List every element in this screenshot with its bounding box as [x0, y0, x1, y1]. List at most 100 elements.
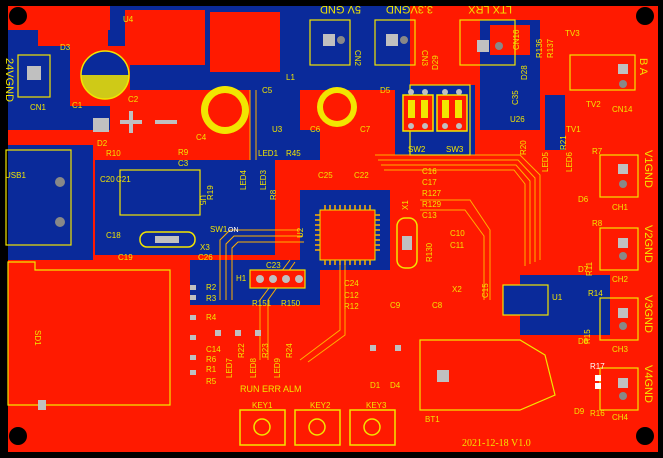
label-c16: C16: [422, 167, 437, 176]
label-led9: LED9: [273, 357, 282, 378]
label-led6: LED6: [565, 151, 574, 172]
label-ch2: CH2: [612, 275, 629, 284]
label-c7: C7: [360, 125, 371, 134]
label-r6: R6: [206, 355, 217, 364]
label-v1gnd: V1GND: [642, 150, 654, 188]
label-r2: R2: [206, 283, 217, 292]
label-usb1: USB1: [5, 171, 26, 180]
label-c24: C24: [344, 279, 359, 288]
label-led8: LED8: [249, 357, 258, 378]
label-r17: R17: [590, 362, 605, 371]
ic-u2: [315, 205, 380, 265]
label-tv1: TV1: [566, 125, 581, 134]
label-bt1: BT1: [425, 415, 440, 424]
label-c12: C12: [344, 291, 359, 300]
label-r7: R7: [592, 147, 603, 156]
label-c5: C5: [262, 86, 273, 95]
label-d28: D28: [520, 65, 529, 80]
label-sd1: SD1: [33, 330, 42, 346]
label-ltx-lrx: LTX LRX: [468, 3, 512, 15]
label-3v3-gnd: 3.3VGND: [386, 3, 433, 15]
label-c15: C15: [481, 283, 490, 298]
label-v4gnd: V4GND: [642, 365, 654, 403]
label-r4: R4: [206, 313, 217, 322]
label-24vgnd: 24VGND: [3, 58, 15, 102]
crystal-x3: [139, 231, 196, 248]
label-led3: LED3: [259, 169, 268, 190]
mount-hole-icon: [9, 7, 27, 25]
label-cn16: CN16: [512, 29, 521, 50]
label-u4: U4: [123, 15, 134, 24]
label-d1: D1: [370, 381, 381, 390]
label-c4: C4: [196, 133, 207, 142]
label-r22: R22: [237, 343, 246, 358]
label-d6: D6: [578, 195, 589, 204]
label-r16: R16: [590, 409, 605, 418]
label-tv2: TV2: [586, 100, 601, 109]
label-r129: R129: [422, 200, 442, 209]
label-r5: R5: [206, 377, 217, 386]
label-r19: R19: [206, 185, 215, 200]
label-c23: C23: [266, 261, 281, 270]
label-r150: R150: [281, 299, 301, 308]
label-c22: C22: [354, 171, 369, 180]
label-u26: U26: [510, 115, 525, 124]
label-u1: U1: [552, 293, 563, 302]
label-d9: D9: [574, 407, 585, 416]
label-d7: D7: [578, 265, 589, 274]
mount-hole-icon: [636, 7, 654, 25]
label-cn2: CN2: [353, 50, 362, 67]
dip-switches: [402, 89, 468, 132]
label-tv3: TV3: [565, 29, 580, 38]
mount-hole-icon: [636, 427, 654, 445]
label-c3: C3: [178, 159, 189, 168]
label-r8b: R8: [592, 219, 603, 228]
label-sw2: SW2: [408, 145, 426, 154]
label-c8: C8: [432, 301, 443, 310]
label-5v-gnd: 5V GND: [320, 3, 361, 15]
label-v3gnd: V3GND: [642, 295, 654, 333]
label-r15: R15: [583, 329, 592, 344]
label-cn1: CN1: [30, 103, 47, 112]
label-b-a: B A: [637, 58, 649, 76]
label-r1: R1: [206, 365, 217, 374]
label-h1: H1: [236, 274, 247, 283]
label-u5: U5: [198, 195, 207, 206]
label-r23: R23: [261, 343, 270, 358]
label-d4: D4: [390, 381, 401, 390]
label-c25: C25: [318, 171, 333, 180]
label-ch1: CH1: [612, 203, 629, 212]
label-d29: D29: [431, 55, 440, 70]
key-switches: [239, 409, 396, 446]
label-c21: C21: [116, 175, 131, 184]
label-r45: R45: [286, 149, 301, 158]
label-run-err-alm: RUN ERR ALM: [240, 384, 302, 394]
label-r12: R12: [344, 302, 359, 311]
ic-u1: [502, 284, 549, 316]
label-led5: LED5: [541, 151, 550, 172]
label-r9: R9: [178, 148, 189, 157]
label-c17: C17: [422, 178, 437, 187]
polarity-marks: [120, 111, 177, 133]
label-r10: R10: [106, 149, 121, 158]
label-r24: R24: [285, 343, 294, 358]
label-c11: C11: [450, 241, 465, 250]
label-on: ON: [228, 227, 239, 234]
label-r11: R11: [585, 261, 594, 276]
label-r21: R21: [559, 135, 568, 150]
label-sw1: SW1: [210, 225, 228, 234]
label-x3: X3: [200, 243, 210, 252]
label-r136: R136: [535, 38, 544, 58]
version-text: 2021-12-18 V1.0: [462, 438, 531, 449]
label-l1: L1: [286, 73, 295, 82]
pad-holes: [55, 36, 627, 400]
label-r137: R137: [546, 38, 555, 58]
label-u3: U3: [272, 125, 283, 134]
label-c6: C6: [310, 125, 321, 134]
label-ch4: CH4: [612, 413, 629, 422]
label-r8: R8: [269, 189, 278, 200]
label-v2gnd: V2GND: [642, 225, 654, 263]
smd-pads: [190, 285, 601, 389]
label-c19: C19: [118, 253, 133, 262]
